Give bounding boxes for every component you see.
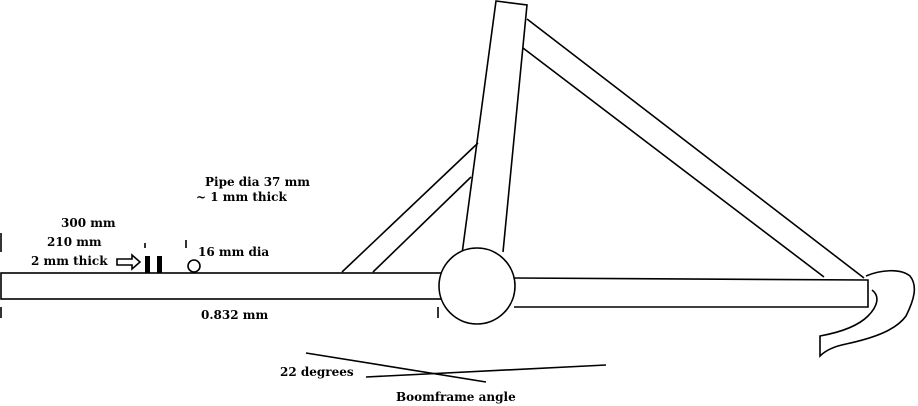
boom-length-label: 0.832 mm xyxy=(201,308,269,322)
support-strut-2 xyxy=(372,176,472,273)
arrow-right-icon xyxy=(116,253,142,271)
plate-mark-1 xyxy=(145,256,150,273)
angle-caption-label: Boomframe angle xyxy=(396,390,516,404)
angle-line-1 xyxy=(305,352,487,383)
hole-16mm xyxy=(187,259,201,273)
length-210-label: 210 mm xyxy=(47,235,102,249)
pipe-dia-label: Pipe dia 37 mm xyxy=(205,175,310,189)
thickness-2mm-label: 2 mm thick xyxy=(31,254,108,268)
hole-dia-label: 16 mm dia xyxy=(198,245,270,259)
length-300-label: 300 mm xyxy=(61,216,116,230)
seat-tube xyxy=(461,0,528,255)
boom-tube xyxy=(0,272,443,300)
pipe-thick-label: ~ 1 mm thick xyxy=(196,190,287,204)
angle-line-2 xyxy=(365,364,607,378)
seat-stay xyxy=(522,18,865,279)
bottom-bracket-circle xyxy=(438,247,516,325)
chainstay-tube xyxy=(513,277,869,308)
rear-dropout xyxy=(819,269,916,358)
support-strut-1 xyxy=(341,142,479,273)
angle-value-label: 22 degrees xyxy=(280,365,354,379)
plate-mark-2 xyxy=(157,256,162,273)
